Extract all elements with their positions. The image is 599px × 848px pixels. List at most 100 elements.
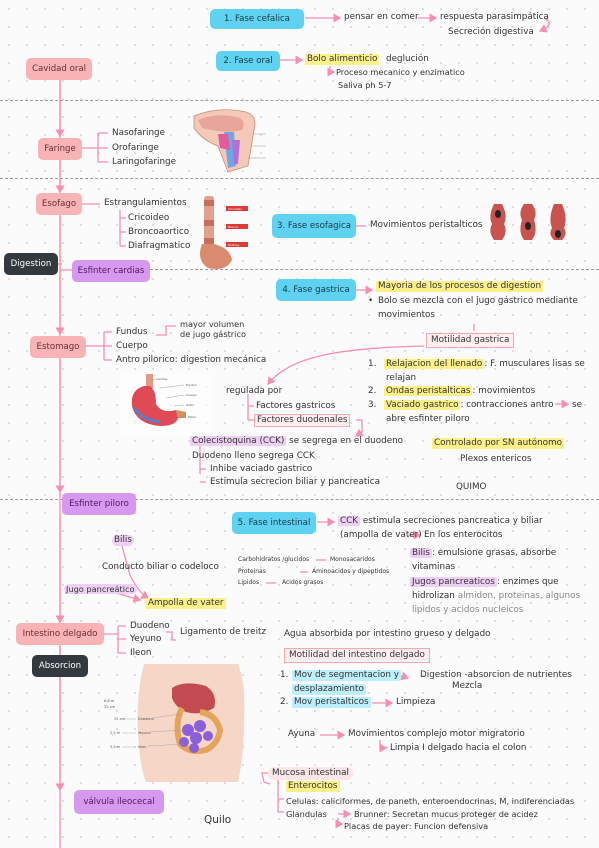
estomago-cuerpo: Cuerpo [116, 341, 148, 351]
motilidad-item-3-rest2: abre esfinter piloro [386, 414, 470, 424]
faringe-orofaringe: Orofaringe [112, 143, 159, 153]
limpia-colon: Limpia I delgado hacia el colon [390, 743, 527, 753]
acidos-grasos: Acidos grasos [282, 579, 324, 586]
node-esofago[interactable]: Esofago [36, 193, 82, 215]
duodeno-lleno: Duodeno lleno segrega CCK [192, 451, 315, 461]
carbohidratos: Carbohidratos /glucidos [238, 556, 310, 563]
mayoria-procesos: Mayoria de los procesos de digestion [376, 281, 544, 292]
intestino-duodeno: Duodeno [130, 621, 170, 631]
agua-absorbida: Agua absorbida por intestino grueso y de… [284, 629, 491, 639]
mayor-volumen-1: mayor volumen [180, 319, 245, 329]
fase-cefalica-respuesta: respuesta parasimpática [440, 12, 549, 22]
mov-segmentacion: Mov de segmentacion y [292, 670, 401, 681]
estimula-secrecion: Estimula secrecion biliar y pancreatica [210, 477, 380, 487]
esofago-diafragmatico: Diafragmatico [128, 241, 191, 251]
controlado-sn: Controlado por SN autónomo [432, 438, 564, 449]
motilidad-item-3-se: se [572, 400, 582, 410]
inhibe-vaciado: Inhibe vaciado gastrico [210, 464, 313, 474]
fig-label: Ileon [138, 745, 147, 749]
estomago-fundus: Fundus [116, 327, 148, 337]
plexos-entericos: Plexos entericos [460, 454, 532, 464]
limpieza: Limpieza [396, 697, 436, 707]
fase-oral-label[interactable]: 2. Fase oral [216, 51, 280, 71]
motilidad-item-1-rest2: relajan [386, 373, 417, 383]
conducto-biliar: Conducto biliar o codeloco [102, 562, 219, 572]
lipidos: Lipidos [238, 579, 260, 586]
fase-intestinal-label[interactable]: 5. Fase intestinal [232, 512, 316, 534]
motilidad-item-3-n: 3. [368, 400, 377, 410]
pharynx-illustration [193, 109, 266, 173]
node-digestion[interactable]: Digestion [4, 253, 58, 275]
intestino-yeyuno: Yeyuno [130, 634, 162, 644]
section-divider [0, 499, 599, 500]
ampolla-parentesis: (ampolla de vater) [340, 530, 422, 540]
peristalsis-illustration [490, 204, 566, 240]
node-faringe[interactable]: Faringe [38, 138, 82, 160]
esofago-cricoideo: Cricoideo [128, 213, 170, 223]
stomach-illustration: Cardias Fundus Cuerpo Antro Píloro [120, 374, 212, 436]
motilidad-item-2-head: Ondas peristalticas [384, 386, 473, 396]
motilidad-item-2: Ondas peristalticas: movimientos [384, 386, 535, 397]
fase-cefalica-label[interactable]: 1. Fase cefalica [210, 9, 304, 29]
node-intestino-delgado[interactable]: Intestino delgado [16, 623, 104, 645]
estomago-antro: Antro pilorico: digestion mecánica [116, 355, 267, 365]
ampolla-de-vater: Ampolla de vater [146, 598, 226, 609]
monosacaridos: Monosacaridos [330, 556, 375, 563]
section-divider [0, 178, 599, 179]
fase-gastrica-label[interactable]: 4. Fase gastrica [276, 279, 356, 301]
hidrolizan-word: hidrolizan [412, 591, 455, 601]
estrangulamientos: Estrangulamientos [104, 198, 187, 208]
motilidad-item-2-n: 2. [368, 386, 377, 396]
vitaminas: vitaminas [412, 562, 456, 572]
motilidad-gastrica: Motilidad gastrica [426, 333, 515, 348]
factores-duodenales: Factores duodenales [254, 414, 351, 427]
fig-label: Cardias [156, 377, 168, 381]
jugos-rest: : enzimes que [496, 577, 559, 587]
mov-1-n: 1. [280, 670, 289, 680]
motilidad-item-3: Vaciado gastrico: contracciones antro [384, 400, 554, 411]
node-cavidad-oral[interactable]: Cavidad oral [26, 58, 92, 80]
motilidad-item-3-head: Vaciado gastrico [384, 400, 461, 410]
bilis-emulsiona: Bilis: emulsione grasas, absorbe [410, 548, 556, 559]
fig-label: 2,5 m [110, 731, 121, 735]
jugos-head: Jugos pancreaticos [410, 577, 497, 587]
fig-label: Fundus [186, 383, 197, 387]
node-esfinter-piloro[interactable]: Esfinter piloro [62, 493, 136, 515]
esophagus-illustration: Cricoideo Bronco Diafrag. [200, 196, 248, 269]
mayor-volumen-2: de jugo gástrico [180, 329, 246, 339]
faringe-laringofaringe: Laringofaringe [112, 157, 177, 167]
motilidad-item-1: Relajacion del llenado: F. musculares li… [384, 359, 585, 370]
fig-label: Cuerpo [186, 393, 197, 397]
fig-label: Duodeno [138, 717, 154, 721]
node-valvula-ileocecal[interactable]: válvula ileocecal [74, 790, 164, 814]
esofago-broncoaortico: Broncoaortico [128, 227, 190, 237]
node-estomago[interactable]: Estomago [30, 336, 86, 358]
fig-label: 3,5 m [110, 745, 121, 749]
fig-label: Antro [186, 403, 194, 407]
bolo-alimenticio: Bolo alimenticio [305, 54, 380, 65]
cck-tag: CCK [338, 516, 361, 526]
complejo-motor: Movimientos complejo motor migratorio [348, 729, 525, 739]
node-absorcion[interactable]: Absorcion [32, 655, 88, 677]
cck-estimula-rest: estimula secreciones pancreatica y bilia… [362, 516, 543, 526]
brunner: Brunner: Secretan mucus proteger de acid… [354, 809, 538, 819]
section-divider [150, 269, 599, 270]
motilidad-item-1-head: Relajacion del llenado [384, 359, 485, 369]
celulas: Celulas: caliciformes, de paneth, entero… [286, 796, 575, 806]
node-esfinter-cardias[interactable]: Esfinter cardias [72, 260, 150, 282]
motilidad-intestino: Motilidad del intestino delgado [284, 648, 430, 663]
bolo-mezcla-bullet: • [368, 296, 374, 306]
regulada-por: regulada por [226, 386, 283, 396]
fig-label: Bronco [228, 225, 239, 229]
factores-gastricos: Factores gastricos [256, 401, 336, 411]
motilidad-item-2-rest: : movimientos [472, 386, 536, 396]
lipidos-acidos-nucleicos: lipidos y acidos nucleicos [412, 605, 524, 615]
mov-desplazamiento: desplazamiento [292, 684, 366, 695]
fase-esofagica-label[interactable]: 3. Fase esofagica [272, 214, 356, 238]
fig-label: 25 cm [114, 717, 125, 721]
enterocitos: Enterocitos [286, 781, 340, 792]
proceso-mecanico: Proceso mecanico y enzimatico [336, 67, 465, 77]
intestine-illustration: 6-8 m 25 cm 25 cm Duodeno 2,5 m Yeyuno 3… [104, 664, 245, 782]
mov-peristalticos: Mov peristalticos [292, 697, 371, 708]
